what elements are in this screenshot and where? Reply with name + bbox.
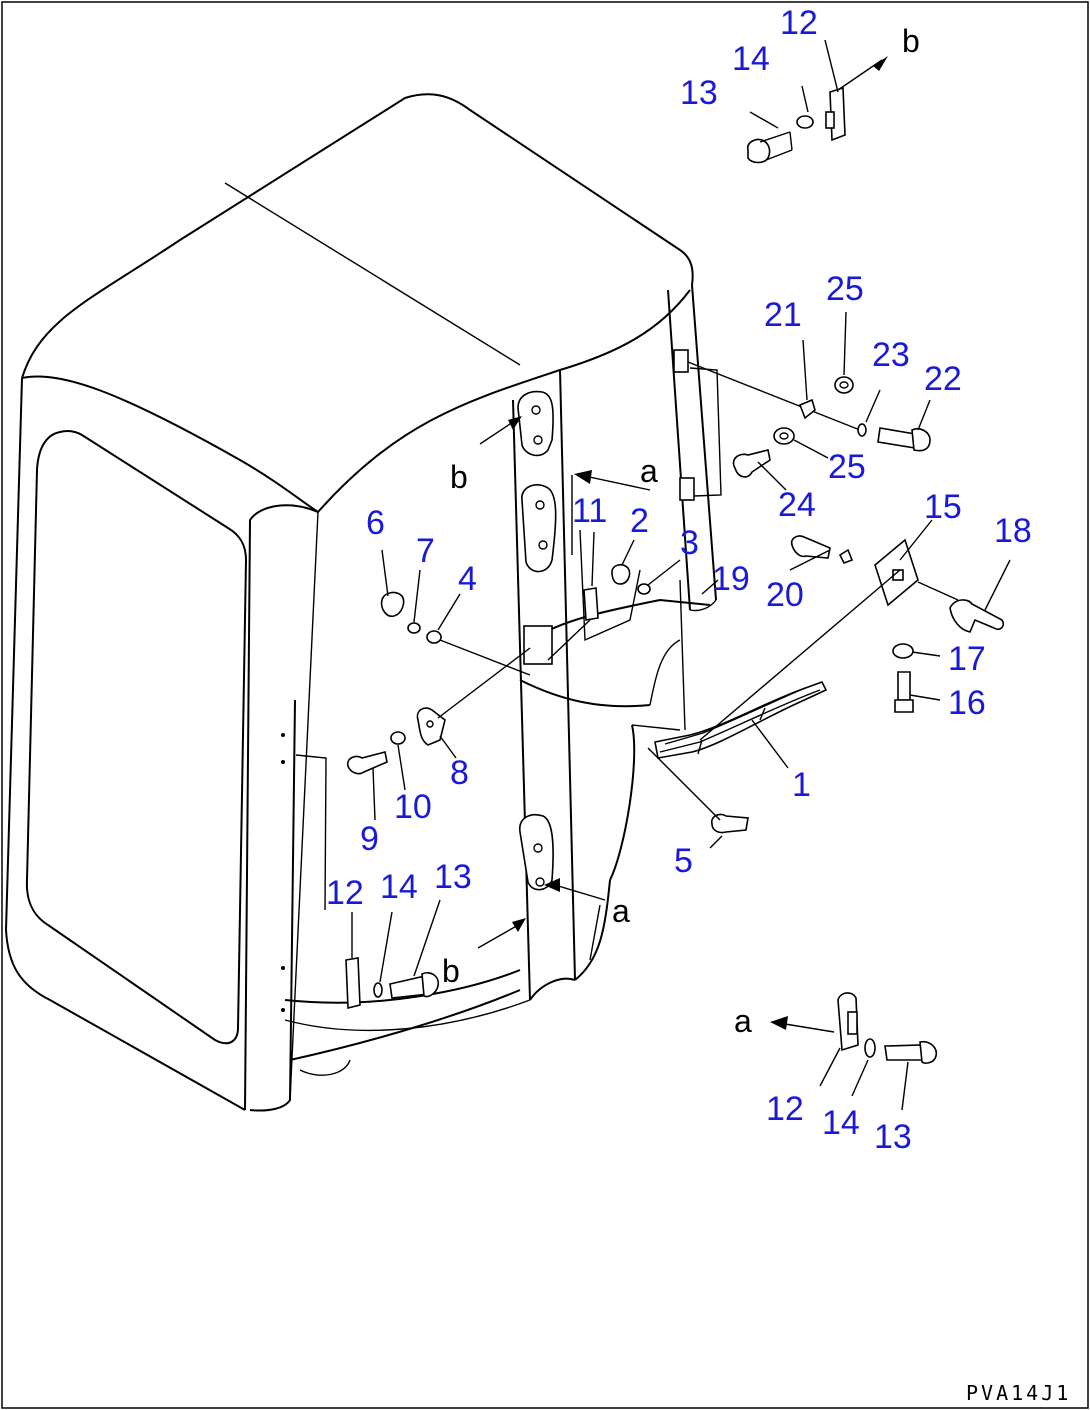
callout-5: 5 [674, 842, 693, 880]
callout-13-lower: 13 [434, 858, 472, 896]
callout-14-bottom: 14 [822, 1104, 860, 1142]
callout-12-bottom: 12 [766, 1090, 804, 1128]
callout-19: 19 [712, 560, 750, 598]
callout-3: 3 [680, 524, 699, 562]
callout-25-upper: 25 [826, 270, 864, 308]
callout-16: 16 [948, 684, 986, 722]
ref-letter-b-cab: b [450, 459, 468, 495]
callout-20: 20 [766, 576, 804, 614]
ref-letter-b-top: b [902, 23, 920, 59]
callout-2: 2 [630, 502, 649, 540]
callout-22: 22 [924, 360, 962, 398]
callout-23: 23 [872, 336, 910, 374]
step-plate [654, 681, 828, 759]
stay-assembly [687, 361, 931, 478]
callout-25-lower: 25 [828, 448, 866, 486]
callout-9: 9 [360, 820, 379, 858]
callout-14-lower: 14 [380, 868, 418, 906]
callout-18: 18 [994, 512, 1032, 550]
callout-1: 1 [792, 766, 811, 804]
callouts: 12 14 13 b 25 21 23 22 25 24 6 7 4 8 9 1… [326, 4, 1071, 1405]
callout-12-lower: 12 [326, 874, 364, 912]
bracket-assembly [699, 535, 1005, 741]
drawing-code: PVA14J1 [966, 1381, 1071, 1405]
ref-letter-a-cab-lower: a [612, 893, 630, 929]
bottom-hinge-assembly [770, 992, 938, 1064]
callout-15: 15 [924, 488, 962, 526]
callout-12-top: 12 [780, 4, 818, 42]
callout-21: 21 [764, 296, 802, 334]
lower-hinge-assembly [345, 957, 440, 1010]
callout-4: 4 [458, 560, 477, 598]
callout-6: 6 [366, 504, 385, 542]
cab-body [4, 93, 722, 1112]
callout-13-top: 13 [680, 74, 718, 112]
ref-letter-a-bottom: a [734, 1003, 752, 1039]
latch-parts-left [346, 563, 749, 834]
callout-10: 10 [394, 788, 432, 826]
ref-letter-a-cab-upper: a [640, 453, 658, 489]
leader-lines [351, 39, 1011, 1111]
callout-11: 11 [572, 492, 607, 530]
ref-letter-b-lower: b [442, 953, 460, 989]
top-hinge-assembly [746, 56, 888, 164]
callout-8: 8 [450, 754, 469, 792]
callout-13-bottom: 13 [874, 1118, 912, 1156]
callout-24: 24 [778, 486, 816, 524]
callout-14-top: 14 [732, 40, 770, 78]
callout-17: 17 [948, 640, 986, 678]
callout-7: 7 [416, 532, 435, 570]
